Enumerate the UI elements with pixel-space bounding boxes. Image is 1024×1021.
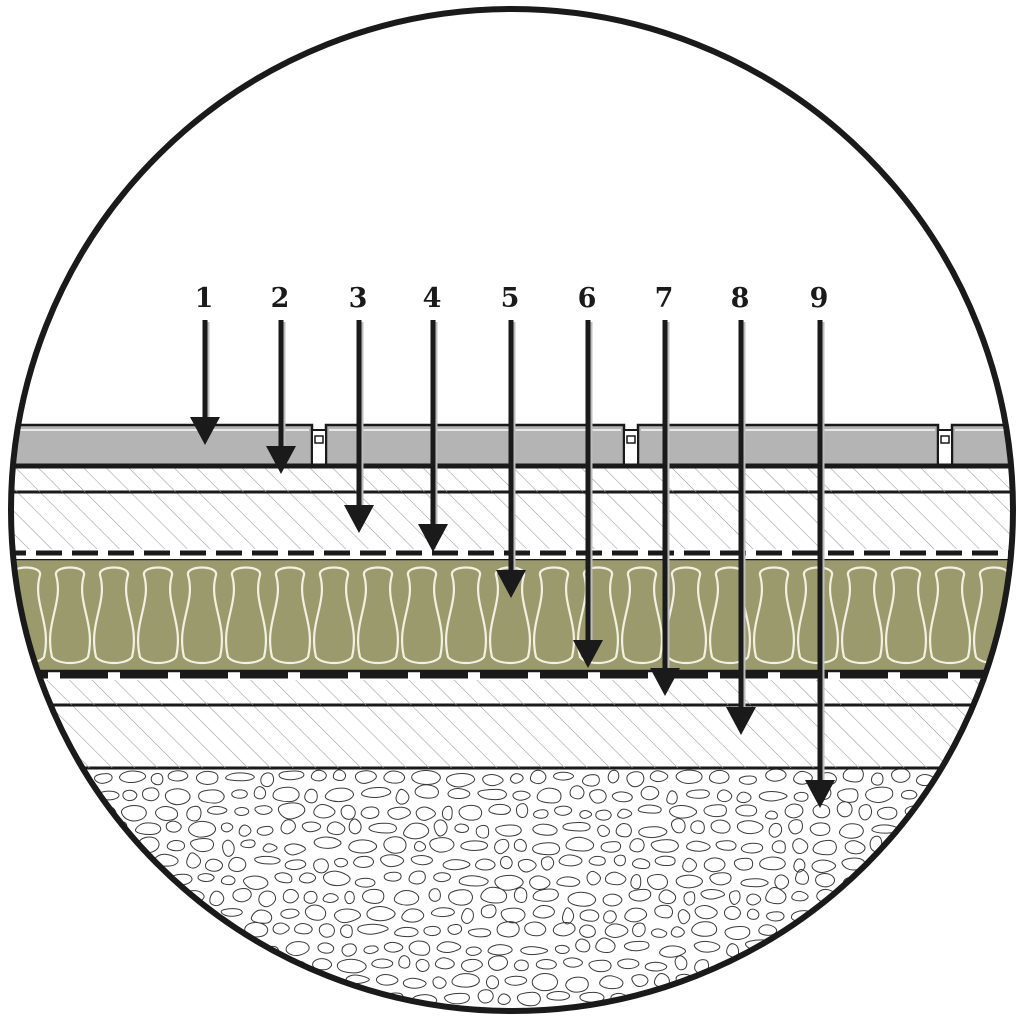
callout-label-1: 1 [195, 283, 214, 314]
callout-label-4: 4 [423, 283, 442, 314]
callout-label-8: 8 [731, 283, 750, 314]
arrow-head-9 [805, 780, 835, 808]
lower-slab-layer [11, 705, 1013, 768]
callout-labels: 1 2 3 4 5 6 7 8 9 [195, 283, 829, 314]
arrow-head-2 [266, 446, 296, 474]
tile-layer [11, 423, 1013, 467]
arrow-head-3 [344, 505, 374, 533]
tile-joint-spacer [940, 435, 950, 444]
callout-label-3: 3 [349, 283, 368, 314]
callout-label-9: 9 [810, 283, 829, 314]
arrow-head-1 [190, 417, 220, 445]
callout-label-7: 7 [655, 283, 674, 314]
arrow-head-7 [650, 668, 680, 696]
arrow-head-4 [418, 524, 448, 552]
thin-screed-layer [11, 680, 1013, 705]
tile-joint-spacer [626, 435, 636, 444]
arrow-head-5 [496, 570, 526, 598]
callout-label-5: 5 [501, 283, 520, 314]
callout-arrows [190, 320, 835, 808]
arrow-head-6 [573, 640, 603, 668]
callout-label-6: 6 [578, 283, 597, 314]
tile-joint-spacer [314, 435, 324, 444]
detail-circle-outline [8, 6, 1016, 1014]
arrow-head-8 [726, 707, 756, 735]
callout-label-2: 2 [271, 283, 290, 314]
